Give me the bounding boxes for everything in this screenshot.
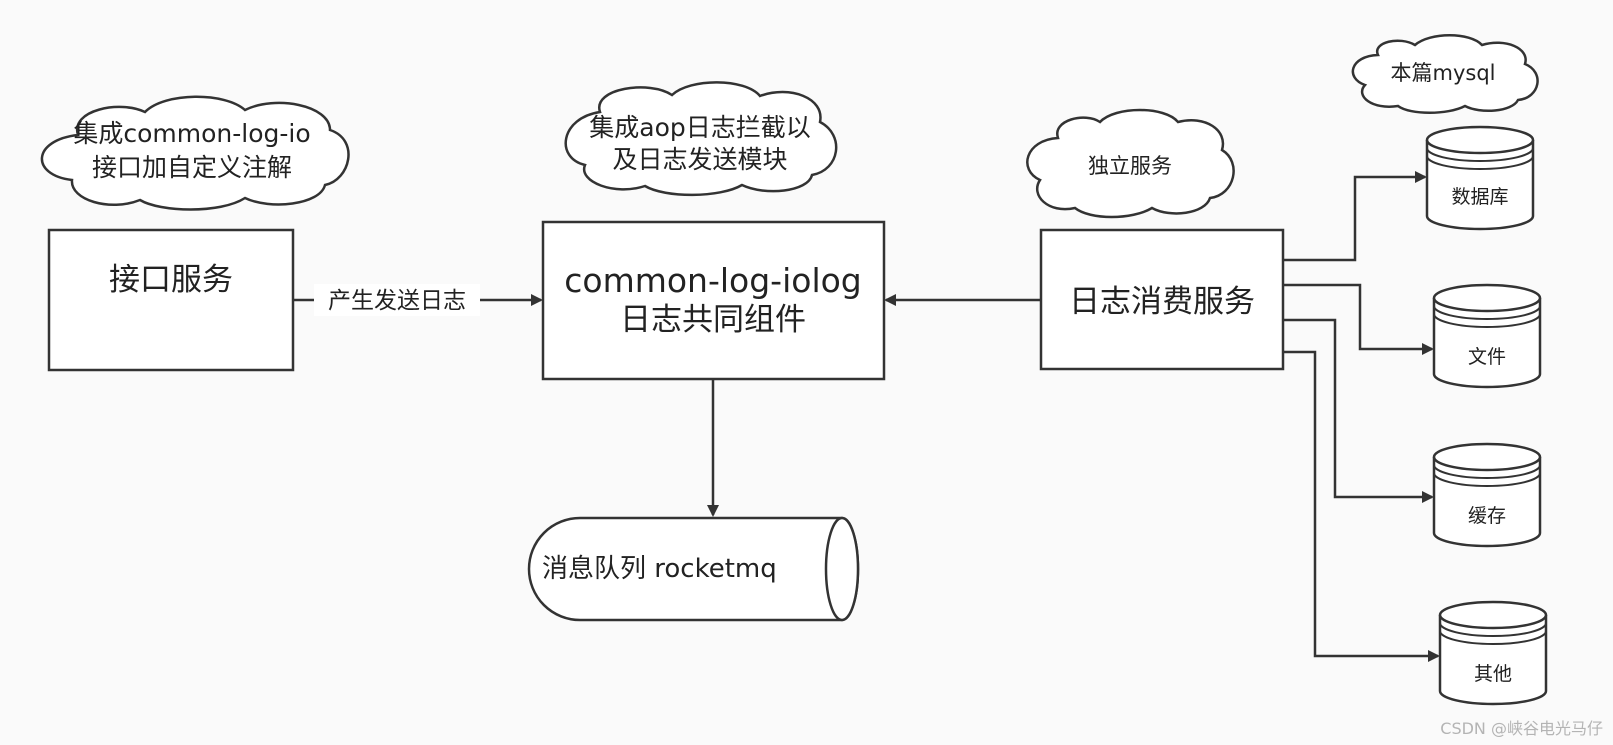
edge-consumer-to-file [1283, 283, 1434, 355]
api-service-label: 接口服务 [109, 262, 233, 298]
watermark: CSDN @峡谷电光马仔 [1440, 719, 1603, 738]
message-queue-label: 消息队列 rocketmq [542, 554, 777, 584]
message-queue-cylinder: 消息队列 rocketmq [527, 516, 860, 622]
edge-consumer-to-database [1283, 171, 1427, 262]
api-note-line1: 集成common-log-io [73, 119, 310, 148]
component-note-line1: 集成aop日志拦截以 [589, 113, 811, 142]
other-cylinder: 其他 [1438, 600, 1548, 706]
mysql-note-text: 本篇mysql [1391, 61, 1496, 85]
edge-consumer-to-cache [1283, 318, 1434, 503]
consumer-note-cloud: 独立服务 [1026, 108, 1235, 219]
log-consumer-label: 日志消费服务 [1069, 284, 1255, 320]
component-note-line2: 及日志发送模块 [612, 145, 787, 174]
other-label: 其他 [1474, 663, 1512, 685]
database-label: 数据库 [1451, 186, 1508, 208]
edge-produce-send-log-label: 产生发送日志 [328, 288, 466, 314]
edge-consumer-to-other [1283, 350, 1440, 662]
mysql-note-cloud: 本篇mysql [1351, 34, 1539, 114]
api-note-cloud: 集成common-log-io 接口加自定义注解 [40, 95, 350, 211]
common-component-line2: 日志共同组件 [620, 302, 806, 338]
cache-cylinder: 缓存 [1432, 442, 1542, 548]
database-cylinder: 数据库 [1425, 125, 1535, 231]
common-component-line1: common-log-iolog [564, 261, 862, 300]
cache-label: 缓存 [1468, 505, 1506, 527]
common-component-box: common-log-iolog 日志共同组件 [541, 220, 886, 381]
component-note-cloud: 集成aop日志拦截以 及日志发送模块 [564, 81, 838, 197]
api-note-line2: 接口加自定义注解 [92, 153, 292, 182]
edge-api-to-component: 产生发送日志 [293, 284, 543, 316]
api-service-box: 接口服务 [47, 228, 295, 372]
file-cylinder: 文件 [1432, 283, 1542, 389]
file-label: 文件 [1468, 346, 1506, 368]
consumer-note-text: 独立服务 [1088, 154, 1172, 178]
log-consumer-box: 日志消费服务 [1039, 228, 1285, 371]
